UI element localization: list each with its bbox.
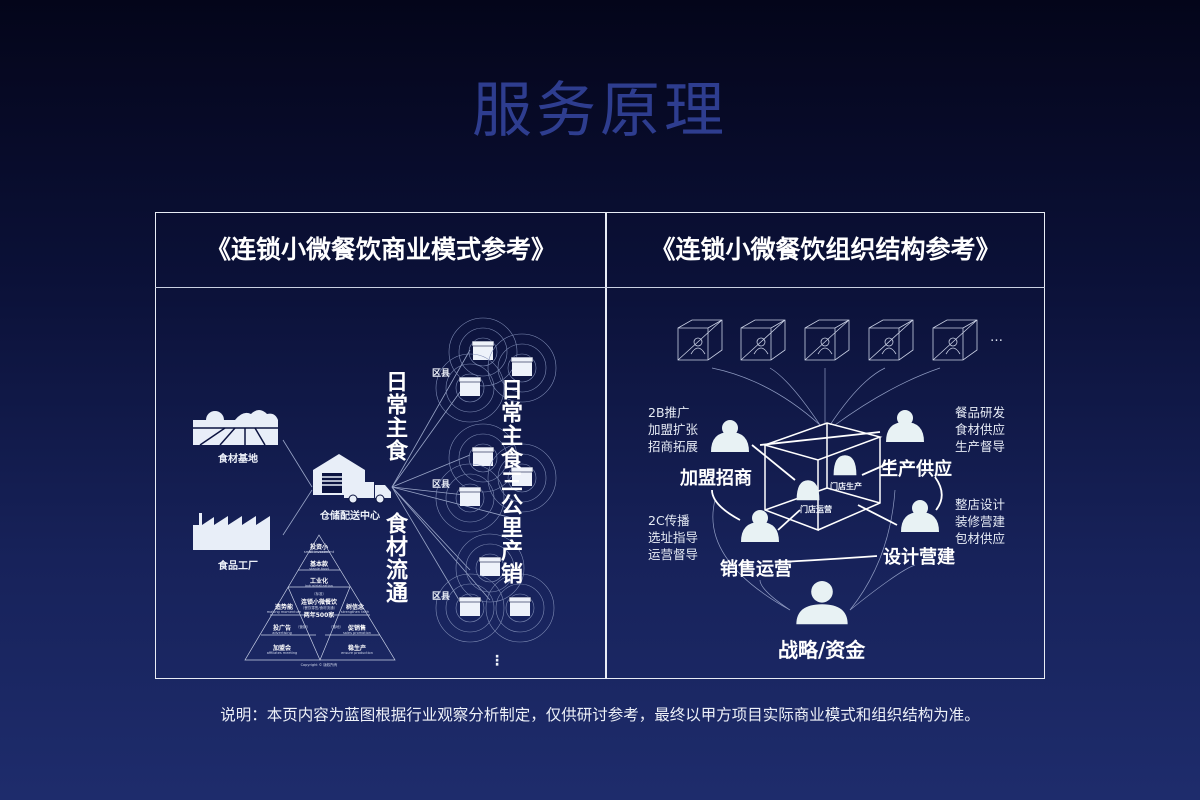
food-circulation-label: 食材流通 <box>382 512 407 604</box>
org-structure-title: 《连锁小微餐饮组织结构参考》 <box>650 235 1001 264</box>
store-operation-label: 门店运营 <box>800 505 832 514</box>
store-icon <box>458 486 482 506</box>
pyramid-right-tag: （落地） <box>329 624 343 629</box>
production-label: 生产供应 <box>880 459 952 480</box>
flow-lines <box>282 349 521 611</box>
store-production-label: 门店生产 <box>830 482 862 491</box>
store-icon <box>478 556 502 576</box>
pyramid-item: 稳生产 <box>348 644 366 652</box>
farm-icon <box>193 410 278 446</box>
radiating-arrows <box>711 367 941 611</box>
pyramid-item-en: strengthen faith <box>341 610 369 614</box>
pyramid-item: 投资小 <box>310 543 328 551</box>
store-network <box>435 317 557 643</box>
district-label: 区县 <box>432 480 451 490</box>
business-model-title: 《连锁小微餐饮商业模式参考》 <box>205 235 556 264</box>
franchise-desc: 2B推广 加盟扩张 招商拓展 <box>648 405 699 454</box>
person-icon <box>741 510 779 542</box>
pyramid-center-main: 连锁小微餐饮 <box>301 598 338 606</box>
three-km-label: 日常主食三公里产销 <box>497 378 522 585</box>
warehouse-label: 仓储配送中心 <box>320 511 380 522</box>
person-icon <box>886 410 924 442</box>
person-icon <box>711 420 749 452</box>
pyramid-item: 基本款 <box>309 560 329 568</box>
pyramid-item-en: sales promotion <box>343 631 371 635</box>
person-icon <box>796 581 848 625</box>
caption: 说明：本页内容为蓝图根据行业观察分析制定，仅供研讨参考，最终以甲方项目实际商业模… <box>220 706 980 724</box>
person-icon <box>833 455 857 476</box>
store-cube-icon <box>677 319 723 361</box>
pyramid-item: 投广告 <box>273 624 291 632</box>
district-label: 区县 <box>432 592 451 602</box>
pyramid-center-goal: 两年500家 <box>304 611 335 619</box>
production-desc: 餐品研发 食材供应 生产督导 <box>955 405 1006 454</box>
pyramid-center-tag: （标准） <box>312 591 326 596</box>
diagram-frame <box>155 212 1045 679</box>
store-cube-icon <box>804 319 850 361</box>
franchise-label: 加盟招商 <box>680 468 752 489</box>
sales-label: 销售运营 <box>720 559 792 580</box>
pyramid-item: 工业化 <box>310 577 328 585</box>
pyramid-item: 促销售 <box>347 624 366 632</box>
store-cube-icon <box>932 319 978 361</box>
daily-staple-label: 日常主食 <box>382 370 407 462</box>
factory-label: 食品工厂 <box>218 561 258 572</box>
factory-icon <box>193 513 270 550</box>
pyramid-item-en: advertising <box>272 631 292 635</box>
store-icon <box>508 596 532 616</box>
store-icon <box>510 466 534 486</box>
pyramid-item-en: affiliates meeting <box>267 651 298 655</box>
strategy-label: 战略/资金 <box>778 638 866 662</box>
more-indicator: … <box>990 330 1003 345</box>
pyramid-item-en: small investment <box>304 550 335 554</box>
page-title: 服务原理 <box>472 76 728 146</box>
copyright: Copyright © 版权所有 <box>301 662 338 667</box>
farm-label: 食材基地 <box>218 454 258 465</box>
pyramid-item-en: making momentum <box>267 610 302 614</box>
pyramid-item-en: staple food <box>309 567 329 571</box>
district-label: 区县 <box>432 369 451 379</box>
more-indicator: ⋮ <box>490 653 504 669</box>
pyramid-left-tag: （营销） <box>296 624 310 629</box>
warehouse-truck-icon <box>313 454 391 504</box>
design-desc: 整店设计 装修营建 包材供应 <box>955 497 1006 546</box>
person-icons <box>711 410 939 625</box>
store-icon <box>510 356 534 376</box>
pyramid-item: 树信念 <box>346 603 364 611</box>
person-icon <box>901 500 939 532</box>
store-icon <box>458 376 482 396</box>
store-icon <box>471 446 495 466</box>
pyramid-item: 加盟会 <box>272 644 292 652</box>
person-icon <box>796 480 820 501</box>
panel-divider <box>605 212 607 679</box>
pyramid-item: 造势能 <box>275 603 293 611</box>
design-label: 设计营建 <box>883 547 955 568</box>
org-arrows <box>711 431 943 563</box>
pyramid-item-en: industrialization <box>305 584 333 588</box>
pyramid <box>244 534 396 661</box>
sales-desc: 2C传播 选址指导 运营督导 <box>648 513 699 562</box>
store-icon <box>458 596 482 616</box>
store-cube-icon <box>740 319 786 361</box>
header-divider <box>155 287 1045 288</box>
store-cube-icon <box>868 319 914 361</box>
pyramid-item-en: ensure production <box>341 651 373 655</box>
store-icon <box>471 340 495 360</box>
pyramid-center-sub: （餐饮零售/食材流通） <box>301 605 337 610</box>
